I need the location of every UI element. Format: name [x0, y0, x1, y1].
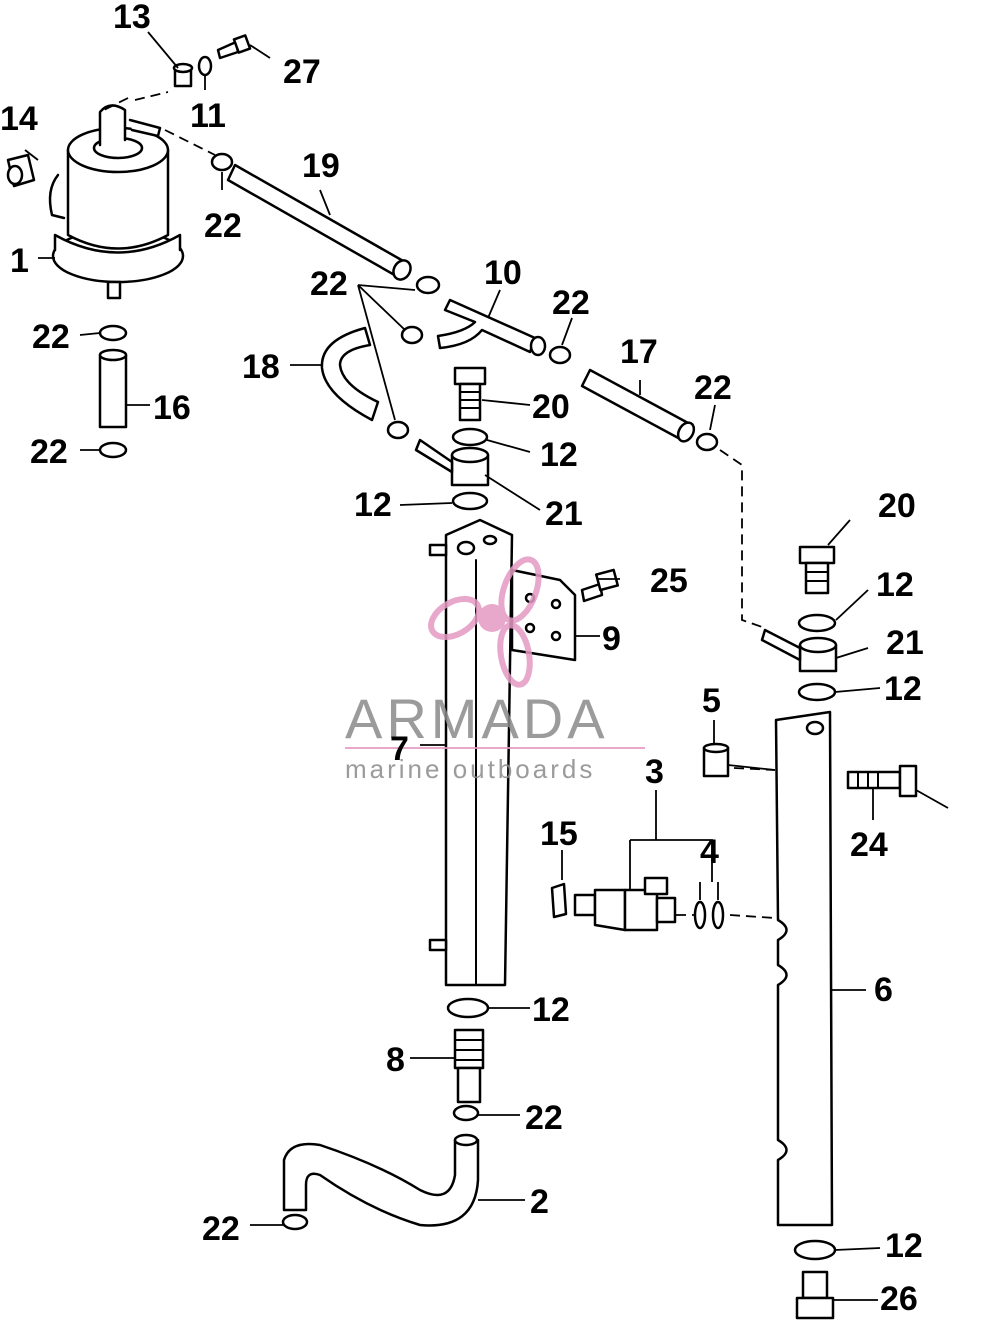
bolt-part-26 [795, 1270, 835, 1320]
washer-part-12 [797, 613, 837, 633]
o-ring-part-4 [693, 900, 725, 930]
banjo-fitting-part-21-right [760, 628, 838, 673]
callout-7: 7 [390, 730, 409, 768]
watermark-tagline: marine outboards [345, 754, 595, 784]
callout-21: 21 [545, 495, 583, 533]
hose-part-17 [580, 368, 696, 443]
callout-19: 19 [302, 147, 340, 185]
callout-10: 10 [484, 254, 522, 292]
callout-9: 9 [602, 620, 621, 658]
callout-12: 12 [540, 436, 578, 474]
callout-18: 18 [242, 348, 280, 386]
callout-21: 21 [886, 624, 924, 662]
washer-part-12 [451, 427, 489, 447]
stud-part-23 [846, 770, 902, 790]
armada-watermark: ARMADA marine outboards [345, 556, 645, 784]
callout-16: 16 [153, 389, 191, 427]
fitting-part-13 [172, 62, 194, 88]
assembly-lines [99, 91, 776, 919]
callout-23: 24 [850, 826, 888, 864]
washer-part-11 [197, 55, 213, 77]
callout-1: 1 [10, 242, 29, 280]
callout-22: 22 [32, 318, 70, 356]
leader-lines [24, 31, 949, 1301]
callout-22: 22 [310, 265, 348, 303]
washer-part-12 [446, 997, 490, 1019]
callout-labels: 13 27 11 14 22 19 1 22 10 22 22 17 18 22… [0, 0, 924, 1318]
callout-22: 22 [30, 433, 68, 471]
callout-12: 12 [876, 566, 914, 604]
fuel-rail-part-7 [428, 518, 514, 987]
grommet-part-14 [6, 153, 36, 188]
hose-part-16 [98, 348, 128, 429]
callout-22: 22 [204, 207, 242, 245]
callout-13: 13 [113, 0, 151, 36]
hose-part-18 [320, 326, 380, 422]
hose-clamp-icon [98, 152, 719, 1231]
callout-6: 6 [874, 971, 893, 1009]
callout-3: 3 [645, 753, 664, 791]
washer-part-12 [797, 682, 837, 702]
banjo-fitting-part-21-left [414, 438, 490, 487]
callout-22: 22 [202, 1210, 240, 1248]
washer-part-12 [451, 491, 489, 511]
bracket-part-9 [510, 568, 577, 662]
callout-5: 5 [702, 682, 721, 720]
callout-26: 26 [880, 1280, 918, 1318]
callout-22: 22 [552, 284, 590, 322]
callout-12: 12 [885, 1227, 923, 1265]
callout-24: 27 [283, 53, 321, 91]
callout-20: 20 [878, 487, 916, 525]
callout-15: 15 [540, 815, 578, 853]
bolt-part-25 [580, 568, 620, 603]
screw-part-24 [216, 34, 252, 60]
injector-part-3 [573, 876, 677, 932]
banjo-bolt-part-20-left [453, 366, 487, 422]
callout-12: 12 [532, 991, 570, 1029]
callout-17: 17 [620, 333, 658, 371]
callout-25: 25 [650, 562, 688, 600]
callout-11: 11 [190, 97, 226, 135]
callout-14: 14 [0, 100, 38, 138]
washer-part-12 [793, 1239, 837, 1261]
callout-22: 22 [525, 1099, 563, 1137]
fuel-rail-part-6 [774, 710, 834, 1227]
banjo-bolt-part-20-right [798, 545, 836, 595]
callout-12: 12 [884, 670, 922, 708]
fuel-filter-part-1 [48, 104, 185, 300]
callout-12: 12 [354, 486, 392, 524]
cap-part-5 [702, 742, 730, 778]
callout-8: 8 [386, 1041, 405, 1079]
propeller-logo-icon [428, 556, 542, 688]
callout-2: 2 [530, 1183, 549, 1221]
callout-4: 4 [700, 833, 719, 871]
hose-part-19 [226, 163, 412, 281]
hose-part-2 [282, 1133, 480, 1227]
connector-part-10 [436, 298, 547, 357]
fitting-part-8 [453, 1028, 485, 1104]
nut-part-27 [898, 764, 918, 798]
watermark-brand: ARMADA [345, 687, 609, 750]
callout-20: 20 [532, 388, 570, 426]
callout-22: 22 [694, 369, 732, 407]
seal-part-15 [550, 882, 568, 919]
